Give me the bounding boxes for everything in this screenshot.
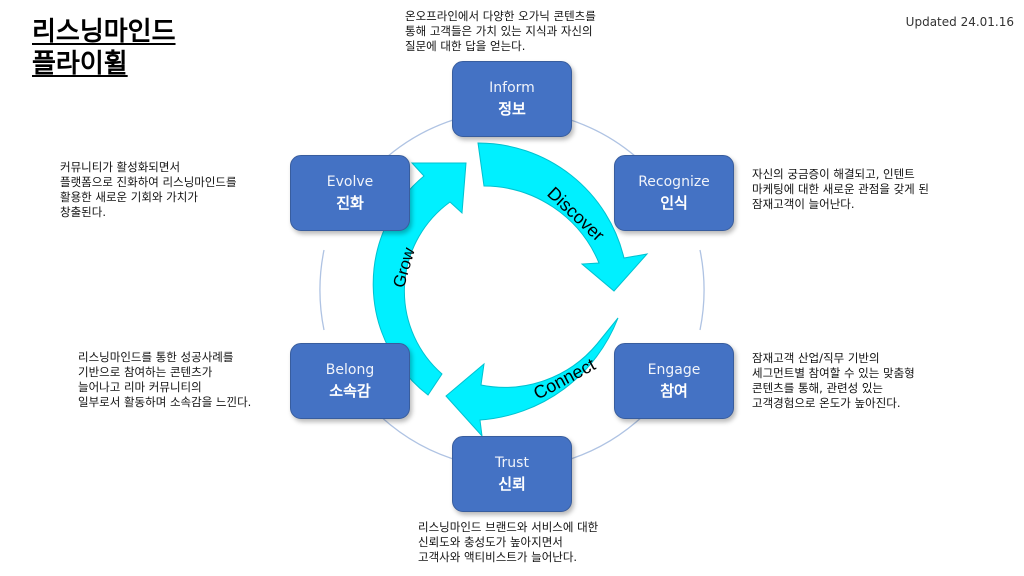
desc-recognize: 자신의 궁금증이 해결되고, 인텐트 마케팅에 대한 새로운 관점을 갖게 된 … [752,167,929,211]
updated-date: Updated 24.01.16 [905,15,1014,29]
node-trust-en: Trust [495,455,529,471]
ring-arc-5 [377,413,464,463]
node-recognize-ko: 인식 [660,194,688,212]
node-evolve-ko: 진화 [336,194,364,212]
ring-arc-6 [319,249,325,331]
node-inform-ko: 정보 [498,100,526,118]
connect-arrow [445,317,619,438]
node-inform: Inform 정보 [452,61,572,137]
ring-arc-3 [699,249,705,331]
node-engage-ko: 참여 [660,382,688,400]
node-trust-ko: 신뢰 [498,475,526,493]
node-recognize: Recognize 인식 [614,155,734,231]
node-belong: Belong 소속감 [290,343,410,419]
desc-inform: 온오프라인에서 다양한 오가닉 콘텐츠를 통해 고객들은 가치 있는 지식과 자… [405,9,596,53]
connect-label: Connect [530,354,599,403]
node-belong-en: Belong [325,362,375,378]
node-engage: Engage 참여 [614,343,734,419]
title-line-1: 리스닝마인드 [32,17,176,47]
node-evolve: Evolve 진화 [290,155,410,231]
desc-belong: 리스닝마인드를 통한 성공사례를 기반으로 참여하는 콘텐츠가 늘어나고 리마 … [78,350,252,409]
slide-title: 리스닝마인드 플라이휠 [32,16,176,80]
desc-engage: 잠재고객 산업/직무 기반의 세그먼트별 참여할 수 있는 맞춤형 콘텐츠를 통… [752,351,915,410]
node-engage-en: Engage [647,362,701,378]
desc-evolve: 커뮤니티가 활성화되면서 플랫폼으로 진화하여 리스닝마인드를 활용한 새로운 … [60,160,237,219]
discover-arrow [477,142,649,292]
node-belong-ko: 소속감 [329,382,371,400]
title-line-2: 플라이휠 [32,49,128,79]
node-inform-en: Inform [489,80,535,96]
ring-arc-4 [560,413,646,463]
node-recognize-en: Recognize [638,174,710,190]
node-evolve-en: Evolve [326,174,374,190]
desc-trust: 리스닝마인드 브랜드와 서비스에 대한 신뢰도와 충성도가 높아지면서 고객사와… [418,520,599,564]
node-trust: Trust 신뢰 [452,436,572,512]
